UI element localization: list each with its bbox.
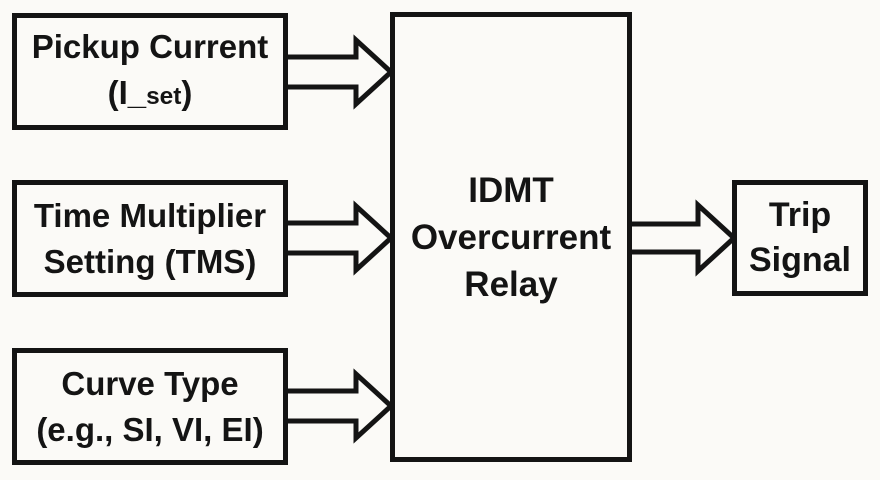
relay-label-line1: IDMT <box>468 170 554 210</box>
curve-type-label-line2: (e.g., SI, VI, EI) <box>36 410 264 448</box>
tms-label-line1: Time Multiplier <box>33 196 267 234</box>
arrow-pickup-to-relay <box>288 34 395 110</box>
arrow-curve-to-relay <box>288 368 395 444</box>
arrow-relay-to-trip <box>632 199 738 277</box>
trip-signal-label-line1: Trip <box>768 196 832 234</box>
relay-label-line2: Overcurrent <box>410 217 612 257</box>
tms-label-line2: Setting (TMS) <box>43 242 257 280</box>
input-box-pickup-current: Pickup Current (I_set) <box>12 13 288 130</box>
pickup-current-label: Pickup Current <box>31 27 269 65</box>
relay-label-line3: Relay <box>464 264 558 304</box>
pickup-current-symbol: (I_set) <box>107 73 193 111</box>
process-box-idmt-overcurrent-relay: IDMT Overcurrent Relay <box>390 12 632 462</box>
curve-type-label-line1: Curve Type <box>61 364 239 402</box>
trip-signal-label-line2: Signal <box>748 241 852 279</box>
input-box-time-multiplier-setting: Time Multiplier Setting (TMS) <box>12 180 288 297</box>
input-box-curve-type: Curve Type (e.g., SI, VI, EI) <box>12 348 288 465</box>
output-box-trip-signal: Trip Signal <box>732 180 868 296</box>
pickup-subscript: set <box>146 82 182 110</box>
arrow-tms-to-relay <box>288 200 395 276</box>
